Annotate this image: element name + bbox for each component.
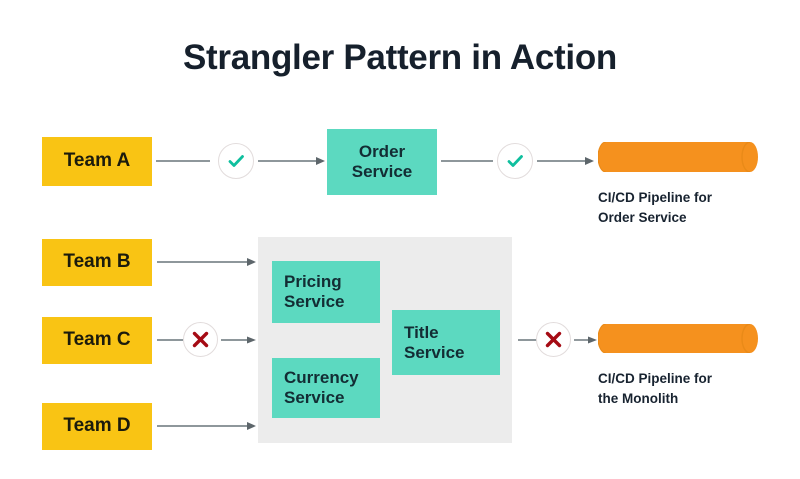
cross-icon: [191, 330, 210, 349]
service-box-pricing[interactable]: Pricing Service: [272, 261, 380, 323]
team-box-b[interactable]: Team B: [42, 239, 152, 286]
arrow-team-d-to-monolith: [157, 421, 257, 431]
status-badge-cross-monolith-in: [183, 322, 218, 357]
service-label-title-line1: Title: [404, 322, 439, 342]
status-badge-cross-monolith-out: [536, 322, 571, 357]
service-box-title[interactable]: Title Service: [392, 310, 500, 375]
check-icon: [226, 151, 246, 171]
arrow-check-to-pipeline-order: [537, 156, 595, 166]
arrow-team-c-to-cross: [157, 335, 184, 345]
arrow-check-to-order-service: [258, 156, 326, 166]
arrow-team-b-to-monolith: [157, 257, 257, 267]
service-box-order[interactable]: Order Service: [327, 129, 437, 195]
pipeline-caption-order: CI/CD Pipeline for Order Service: [598, 190, 713, 225]
service-label-currency-line2: Service: [284, 388, 345, 407]
arrow-monolith-to-cross: [518, 335, 540, 345]
arrow-order-service-to-check: [441, 156, 495, 166]
team-label-c: Team C: [63, 329, 131, 351]
service-label-order-line1: Order: [358, 142, 406, 162]
team-label-b: Team B: [63, 251, 131, 273]
service-box-currency[interactable]: Currency Service: [272, 358, 380, 418]
arrow-team-a-to-check: [156, 156, 212, 166]
cross-icon: [544, 330, 563, 349]
pipeline-cylinder-order[interactable]: [598, 142, 758, 172]
team-box-c[interactable]: Team C: [42, 317, 152, 364]
pipeline-caption-monolith: CI/CD Pipeline for the Monolith: [598, 371, 713, 406]
service-label-order-line2: Service: [351, 162, 413, 181]
team-label-a: Team A: [63, 150, 131, 172]
status-badge-check-order-in: [218, 143, 254, 179]
team-box-d[interactable]: Team D: [42, 403, 152, 450]
team-label-d: Team D: [63, 415, 131, 437]
service-label-title-line2: Service: [404, 342, 465, 362]
page-title: Strangler Pattern in Action: [183, 38, 617, 77]
pipeline-cylinder-monolith[interactable]: [598, 324, 758, 353]
status-badge-check-order-out: [497, 143, 533, 179]
check-icon: [505, 151, 525, 171]
service-label-pricing-line1: Pricing: [284, 272, 342, 292]
service-label-pricing-line2: Service: [284, 292, 345, 311]
arrow-cross-to-pipeline-monolith: [574, 335, 598, 345]
arrow-cross-to-monolith: [221, 335, 257, 345]
service-label-currency-line1: Currency: [284, 368, 359, 388]
team-box-a[interactable]: Team A: [42, 137, 152, 186]
